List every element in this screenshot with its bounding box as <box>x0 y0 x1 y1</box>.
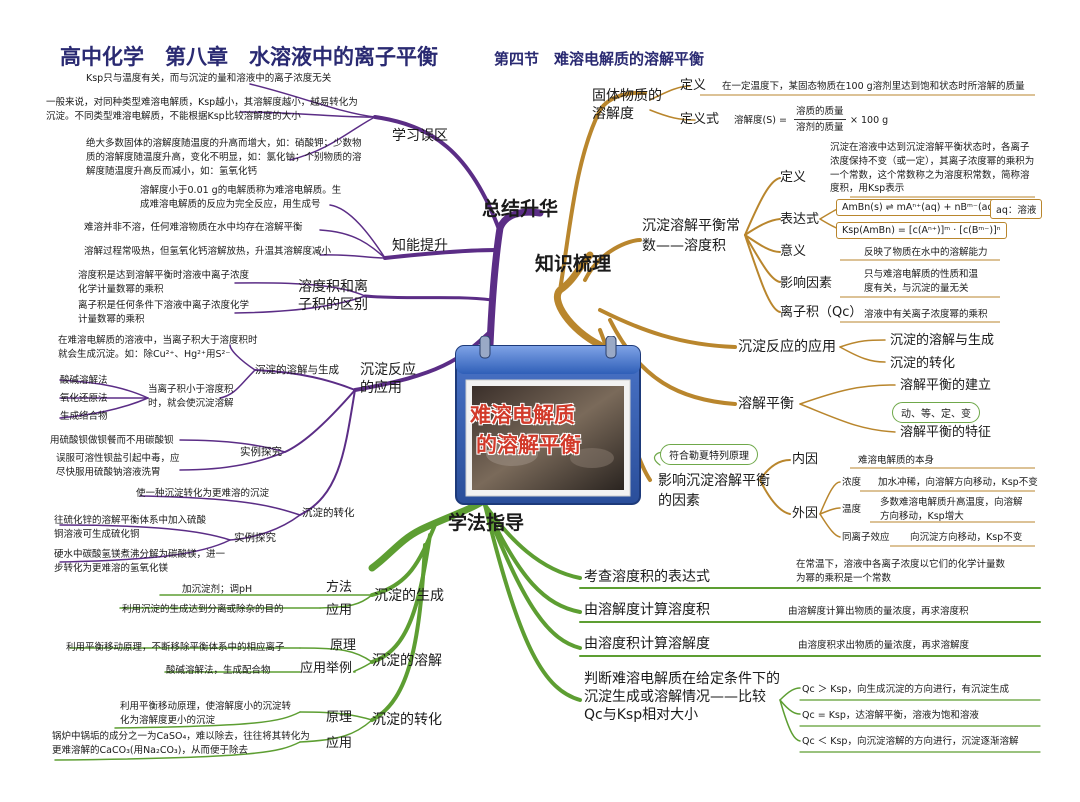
ksp-expr1-note: aq：溶液 <box>990 199 1042 219</box>
node-solubility: 固体物质的溶解度 <box>592 88 666 123</box>
judge-3: Qc ＜ Ksp，向沉淀溶解的方向进行，沉淀逐渐溶解 <box>802 735 1018 749</box>
conversion-app-label: 应用 <box>326 736 352 752</box>
misconception-2: 一般来说，对同种类型难溶电解质，Ksp越小，其溶解度越小，越易转化为沉淀。不同类… <box>46 96 366 124</box>
node-formation: 沉淀的生成 <box>374 588 444 606</box>
ksp-vs-qc-1: 溶度积是达到溶解平衡时溶液中离子浓度化学计量数幂的乘积 <box>78 269 258 297</box>
fraction-bar <box>794 119 846 120</box>
dissolution-example: 酸碱溶解法，生成配合物 <box>166 664 271 678</box>
solubility-formula-lhs: 溶解度(S) = <box>734 114 787 128</box>
method-redox: 氧化还原法 <box>60 392 108 406</box>
center-title-line1: 难溶电解质 <box>470 402 575 428</box>
equilibrium-features: 动、等、定、变 <box>892 402 980 423</box>
ksp-expr-note: 在常温下，溶液中各离子浓度以它们的化学计量数为幂的乘积是一个常数 <box>796 558 1006 586</box>
equilibrium-1: 溶解平衡的建立 <box>900 378 991 394</box>
precip-use-1: 沉淀的溶解与生成 <box>890 333 994 349</box>
formation-app: 利用沉淀的生成达到分离或除杂的目的 <box>122 603 284 617</box>
ksp-qc: 溶液中有关离子浓度幂的乘积 <box>864 308 988 322</box>
equilibrium-2: 溶解平衡的特征 <box>900 425 991 441</box>
precip-dissolve-note2: 当离子积小于溶度积时，就会使沉淀溶解 <box>148 383 243 411</box>
ksp-expr2-box: Ksp(AmBn) = [c(Aⁿ⁺)]ᵐ · [c(Bᵐ⁻)]ⁿ <box>836 222 1007 239</box>
formation-app-label: 应用 <box>326 603 352 619</box>
judge-2: Qc = Ksp，达溶解平衡，溶液为饱和溶液 <box>802 709 979 723</box>
page-title: 高中化学 第八章 水溶液中的离子平衡 <box>60 44 438 70</box>
formation-way-label: 方法 <box>326 580 352 596</box>
sol-to-ksp-note: 由溶解度计算出物质的量浓度，再求溶度积 <box>788 605 969 619</box>
node-ksp-to-sol: 由溶度积计算溶解度 <box>584 636 710 654</box>
node-misconceptions: 学习误区 <box>392 128 448 146</box>
node-precip-use: 沉淀反应的应用 <box>738 339 836 357</box>
node-conversion: 沉淀的转化 <box>372 712 442 730</box>
branch-knowledge: 知识梳理 <box>535 253 611 277</box>
ability-3: 溶解过程常吸热，但氢氧化钙溶解放热，升温其溶解度减小 <box>84 245 374 259</box>
solubility-def-label: 定义 <box>680 78 706 94</box>
purple-trunk <box>490 212 540 345</box>
factors-conc: 加水冲稀，向溶解方向移动，Ksp不变 <box>878 476 1038 490</box>
conversion-principle: 利用平衡移动原理，使溶解度小的沉淀转化为溶解度更小的沉淀 <box>120 700 300 728</box>
ability-2: 难溶并非不溶，任何难溶物质在水中均存在溶解平衡 <box>84 221 374 235</box>
formation-way: 加沉淀剂；调pH <box>182 583 252 597</box>
method-complex: 生成络合物 <box>60 410 108 424</box>
factors-ion-label: 同离子效应 <box>842 531 890 545</box>
node-precip-app: 沉淀反应的应用 <box>360 362 416 397</box>
center-title-line2: 的溶解平衡 <box>476 432 581 458</box>
ksp-def: 沉淀在溶液中达到沉淀溶解平衡状态时，各离子浓度保持不变（或一定），其离子浓度幂的… <box>830 141 1035 196</box>
node-convert: 沉淀的转化 <box>302 507 355 520</box>
node-factors: 影响沉淀溶解平衡的因素 <box>658 472 770 511</box>
precip-use-2: 沉淀的转化 <box>890 356 955 372</box>
branch-summary: 总结升华 <box>482 198 558 222</box>
precip-dissolve-note1: 在难溶电解质的溶液中，当离子积大于溶度积时就会生成沉淀。如：除Cu²⁺、Hg²⁺… <box>58 334 258 362</box>
node-sol-to-ksp: 由溶解度计算溶度积 <box>584 602 710 620</box>
convert-case-2: 硬水中碳酸氢镁煮沸分解为碳酸镁，进一步转化为更难溶的氢氧化镁 <box>54 548 234 576</box>
solubility-formula-rhs: × 100 g <box>850 114 888 128</box>
conversion-app: 锅炉中锅垢的成分之一为CaSO₄，难以除去，往往将其转化为更难溶解的CaCO₃(… <box>52 730 312 758</box>
node-judge: 判断难溶电解质在给定条件下的沉淀生成或溶解情况——比较Qc与Ksp相对大小 <box>584 670 780 725</box>
node-ksp: 沉淀溶解平衡常数——溶度积 <box>642 216 752 257</box>
convert-note: 使一种沉淀转化为更难溶的沉淀 <box>136 487 269 501</box>
dissolution-principle-label: 原理 <box>330 638 356 654</box>
factors-principle: 符合勒夏特列原理 <box>660 444 758 465</box>
ksp-to-sol-note: 由溶度积求出物质的量浓度，再求溶解度 <box>798 639 969 653</box>
ksp-expr1-box: AmBn(s) ⇌ mAⁿ⁺(aq) + nBᵐ⁻(aq) <box>836 199 1003 216</box>
ksp-qc-label: 离子积（Qc） <box>780 305 862 321</box>
page-subtitle: 第四节 难溶电解质的溶解平衡 <box>494 50 704 69</box>
factors-temp-label: 温度 <box>842 503 861 517</box>
ksp-expr-label: 表达式 <box>780 212 819 228</box>
ksp-factor: 只与难溶电解质的性质和温度有关，与沉淀的量无关 <box>864 268 984 296</box>
factors-ion: 向沉淀方向移动，Ksp不变 <box>910 531 1022 545</box>
factors-conc-label: 浓度 <box>842 476 861 490</box>
conversion-principle-label: 原理 <box>326 710 352 726</box>
node-case-study-2: 实例探究 <box>234 532 276 545</box>
convert-case-1: 往硫化锌的溶解平衡体系中加入硫酸铜溶液可生成硫化铜 <box>54 514 214 542</box>
solubility-def: 在一定温度下，某固态物质在100 g溶剂里达到饱和状态时所溶解的质量 <box>722 80 1025 94</box>
case-1: 用硫酸钡做钡餐而不用碳酸钡 <box>50 434 240 448</box>
ksp-meaning: 反映了物质在水中的溶解能力 <box>864 246 988 260</box>
ksp-factor-label: 影响因素 <box>780 276 832 292</box>
ksp-meaning-label: 意义 <box>780 244 806 260</box>
node-ability: 知能提升 <box>392 238 448 256</box>
ability-1: 溶解度小于0.01 g的电解质称为难溶电解质。生成难溶电解质的反应为完全反应，用… <box>140 184 350 212</box>
factors-internal: 难溶电解质的本身 <box>858 454 934 468</box>
solubility-formula-label: 定义式 <box>680 112 719 128</box>
factors-internal-label: 内因 <box>792 452 818 468</box>
misconception-1: Ksp只与温度有关，而与沉淀的量和溶液中的离子浓度无关 <box>86 72 376 86</box>
misconception-3: 绝大多数固体的溶解度随温度的升高而增大，如：硝酸钾；少数物质的溶解度随温度升高，… <box>86 137 366 178</box>
dissolution-example-label: 应用举例 <box>300 661 352 677</box>
solubility-formula-den: 溶剂的质量 <box>796 121 844 135</box>
dissolution-principle: 利用平衡移动原理，不断移除平衡体系中的相应离子 <box>66 641 285 655</box>
node-case-study-1: 实例探究 <box>240 446 282 459</box>
method-acid-base: 酸碱溶解法 <box>60 374 108 388</box>
node-equilibrium: 溶解平衡 <box>738 396 794 414</box>
node-dissolution: 沉淀的溶解 <box>372 653 442 671</box>
factors-temp: 多数难溶电解质升高温度，向溶解方向移动，Ksp增大 <box>880 496 1030 524</box>
node-ksp-vs-qc: 溶度积和离子积的区别 <box>298 279 368 314</box>
branch-method: 学法指导 <box>448 512 524 536</box>
node-dissolve-form: 沉淀的溶解与生成 <box>255 364 339 377</box>
node-ksp-expr: 考查溶度积的表达式 <box>584 569 710 587</box>
ksp-vs-qc-2: 离子积是任何条件下溶液中离子浓度化学计量数幂的乘积 <box>78 299 258 327</box>
factors-external-label: 外因 <box>792 506 818 522</box>
judge-1: Qc ＞ Ksp，向生成沉淀的方向进行，有沉淀生成 <box>802 683 1009 697</box>
case-2: 误服可溶性钡盐引起中毒，应尽快服用硫酸钠溶液洗胃 <box>56 452 186 480</box>
solubility-formula-num: 溶质的质量 <box>796 105 844 119</box>
ksp-def-label: 定义 <box>780 170 806 186</box>
